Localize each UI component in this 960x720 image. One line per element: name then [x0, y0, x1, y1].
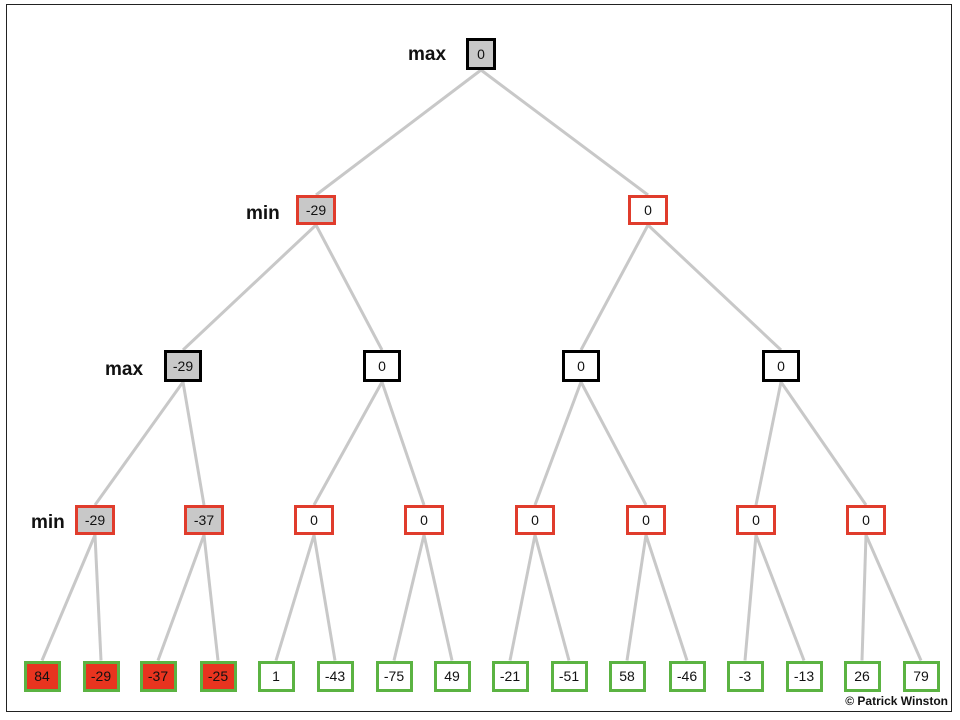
edge-level3-1-to-leaves-3	[202, 534, 220, 661]
label-min-level3: min	[31, 512, 65, 533]
level3-node-1: -37	[184, 505, 224, 535]
copyright-text: © Patrick Winston	[845, 694, 948, 708]
edge-level3-7-to-leaves-14	[860, 534, 868, 661]
edge-level3-2-to-leaves-4	[274, 534, 316, 661]
leaf-node-3: -25	[199, 660, 237, 692]
level1-node-1: 0	[628, 195, 668, 225]
edge-level3-6-to-leaves-13	[754, 534, 806, 662]
level1-node-0: -29	[296, 195, 336, 225]
edge-level2-0-to-level3-0	[93, 381, 185, 506]
edge-level3-7-to-leaves-15	[864, 534, 923, 662]
edge-level3-5-to-leaves-11	[644, 534, 689, 661]
leaf-node-5: -43	[316, 660, 354, 692]
edge-level3-0-to-leaves-0	[40, 534, 97, 662]
edge-level3-1-to-leaves-2	[156, 534, 206, 662]
slide-frame	[6, 4, 952, 712]
edge-level2-3-to-level3-7	[779, 381, 868, 506]
edge-level2-2-to-level3-5	[579, 381, 648, 506]
edge-level2-1-to-level3-3	[380, 381, 426, 506]
level2-node-1: 0	[363, 350, 401, 382]
level3-node-0: -29	[75, 505, 115, 535]
edge-level2-3-to-level3-6	[754, 381, 783, 506]
leaf-node-6: -75	[375, 660, 413, 692]
level3-node-2: 0	[294, 505, 334, 535]
label-min-level1: min	[246, 203, 280, 224]
level3-node-4: 0	[515, 505, 555, 535]
leaf-node-4: 1	[257, 660, 295, 692]
level2-node-2: 0	[562, 350, 600, 382]
root-node-0: 0	[466, 38, 496, 70]
level3-node-5: 0	[626, 505, 666, 535]
level3-node-6: 0	[736, 505, 776, 535]
level2-node-0: -29	[164, 350, 202, 382]
leaf-node-13: -13	[785, 660, 823, 692]
edge-level3-6-to-leaves-12	[743, 534, 758, 661]
leaf-node-8: -21	[491, 660, 529, 692]
edge-level3-4-to-leaves-8	[508, 534, 537, 661]
leaf-node-0: 84	[23, 660, 61, 692]
edge-level3-5-to-leaves-10	[625, 534, 648, 661]
leaf-node-11: -46	[668, 660, 706, 692]
level3-node-3: 0	[404, 505, 444, 535]
edge-level1-0-to-level2-0	[181, 223, 318, 352]
edge-level1-0-to-level2-1	[314, 224, 384, 351]
label-max-level2: max	[105, 359, 144, 380]
level2-node-3: 0	[762, 350, 800, 382]
leaf-node-12: -3	[726, 660, 764, 692]
edge-root-0-to-level1-1	[480, 68, 649, 197]
leaf-node-1: -29	[82, 660, 120, 692]
edge-level3-3-to-leaves-7	[422, 534, 454, 661]
leaf-node-2: -37	[139, 660, 177, 692]
leaf-node-7: 49	[433, 660, 471, 692]
leaf-node-15: 79	[902, 660, 940, 692]
edge-level2-0-to-level3-1	[181, 381, 206, 506]
edge-level3-0-to-leaves-1	[93, 534, 103, 661]
edge-level3-2-to-leaves-5	[312, 534, 337, 661]
edge-level1-1-to-level2-3	[646, 223, 783, 352]
edge-level3-4-to-leaves-9	[533, 534, 571, 661]
edge-level2-2-to-level3-4	[533, 381, 583, 506]
leaf-node-9: -51	[550, 660, 588, 692]
edge-root-0-to-level1-0	[315, 68, 482, 197]
leaf-node-10: 58	[608, 660, 646, 692]
leaf-node-14: 26	[843, 660, 881, 692]
level3-node-7: 0	[846, 505, 886, 535]
edge-level3-3-to-leaves-6	[392, 534, 426, 661]
edge-level2-1-to-level3-2	[312, 381, 384, 506]
label-max-root: max	[408, 44, 447, 65]
edge-level1-1-to-level2-2	[579, 224, 650, 351]
